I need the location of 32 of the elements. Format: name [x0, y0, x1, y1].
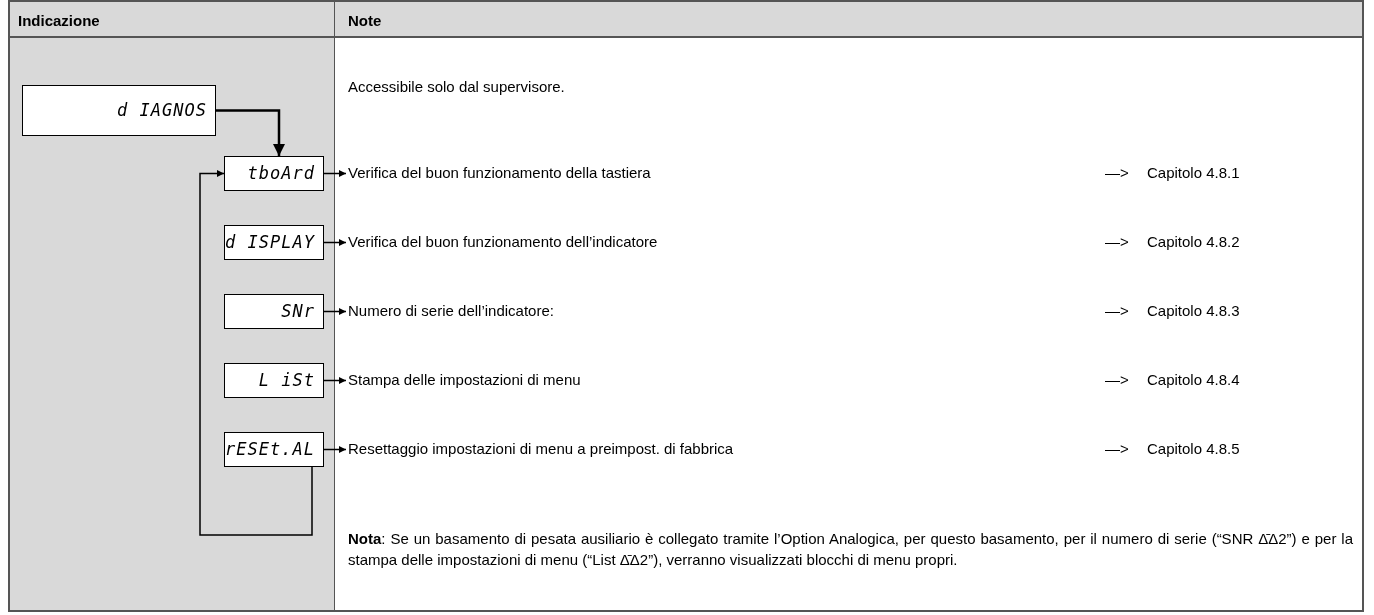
- display-readout: tboArd: [224, 156, 324, 191]
- display-readout: d ISPLAY: [224, 225, 324, 260]
- display-readout: rESEt.AL: [224, 432, 324, 467]
- arrow-text: —>: [1105, 370, 1130, 390]
- description-text: Verifica del buon funzionamento dell’indicatore: [348, 231, 1048, 253]
- column-header: Note: [348, 11, 383, 31]
- arrow: [323, 169, 347, 178]
- arrow: [323, 376, 347, 385]
- display-readout: d IAGNOS: [22, 85, 216, 136]
- column-header: Indicazione: [18, 11, 101, 31]
- chapter-reference: Capitolo 4.8.5: [1147, 439, 1241, 459]
- description-text: Numero di serie dell’indicatore:: [348, 300, 1048, 322]
- chapter-reference: Capitolo 4.8.4: [1147, 370, 1241, 390]
- arrow: [199, 169, 313, 536]
- note-paragraph: Nota: Se un basamento di pesata ausiliario è collegato tramite l’Option Analogica, per questo basamento, per il numero di serie (“SNR Δ̄Δ2”) e per la stampa delle impostazioni di menu (“List Δ̄Δ2”), verranno visualizzati blocchi di menu propri.: [348, 529, 1353, 570]
- note-text: Accessibile solo dal supervisore.: [348, 77, 566, 97]
- arrow-text: —>: [1105, 163, 1130, 183]
- arrow: [323, 307, 347, 316]
- display-readout: L iSt: [224, 363, 324, 398]
- arrow-text: —>: [1105, 439, 1130, 459]
- chapter-reference: Capitolo 4.8.2: [1147, 232, 1241, 252]
- description-text: Resettaggio impostazioni di menu a preimpost. di fabbrica: [348, 438, 1048, 460]
- arrow-text: —>: [1105, 301, 1130, 321]
- chapter-reference: Capitolo 4.8.1: [1147, 163, 1241, 183]
- chapter-reference: Capitolo 4.8.3: [1147, 301, 1241, 321]
- display-readout: SNr: [224, 294, 324, 329]
- arrow-text: —>: [1105, 232, 1130, 252]
- arrow: [216, 109, 286, 156]
- description-text: Stampa delle impostazioni di menu: [348, 369, 1048, 391]
- description-text: Verifica del buon funzionamento della tastiera: [348, 162, 1048, 184]
- arrow: [323, 445, 347, 454]
- arrow: [323, 238, 347, 247]
